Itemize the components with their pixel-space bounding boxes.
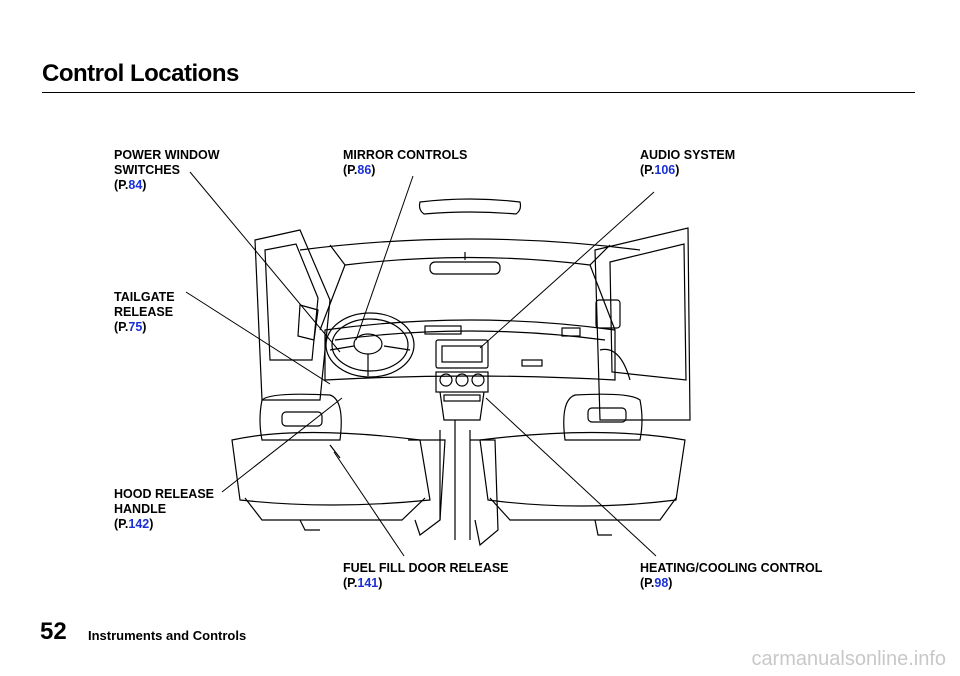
callout-text: SWITCHES [114, 163, 180, 177]
dashboard [324, 319, 616, 381]
page-ref: (P.86) [343, 163, 376, 177]
left-front-seat [231, 393, 446, 536]
floor-rails [439, 420, 471, 540]
page-ref: (P.75) [114, 320, 147, 334]
page-link[interactable]: 86 [357, 163, 372, 177]
callout-audio-system: AUDIO SYSTEM (P.106) [640, 148, 735, 178]
callout-hood-release: HOOD RELEASE HANDLE (P.142) [114, 487, 214, 532]
callout-text: POWER WINDOW [114, 148, 220, 162]
callout-power-window: POWER WINDOW SWITCHES (P.84) [114, 148, 220, 193]
callout-text: HEATING/COOLING CONTROL [640, 561, 823, 575]
section-name: Instruments and Controls [88, 628, 247, 643]
page-link[interactable]: 141 [357, 576, 379, 590]
callout-fuel-fill-door: FUEL FILL DOOR RELEASE (P.141) [343, 561, 509, 591]
page-link[interactable]: 106 [654, 163, 676, 177]
callout-text: HOOD RELEASE [114, 487, 215, 501]
page-link[interactable]: 142 [128, 517, 150, 531]
callout-text: FUEL FILL DOOR RELEASE [343, 561, 509, 575]
callout-text: AUDIO SYSTEM [640, 148, 736, 162]
page-link[interactable]: 98 [654, 576, 669, 590]
page-ref: (P.141) [343, 576, 383, 590]
page-link[interactable]: 75 [128, 320, 143, 334]
rearview-mirror [418, 198, 522, 275]
left-door [254, 229, 331, 401]
page-ref: (P.98) [640, 576, 673, 590]
page-ref: (P.84) [114, 178, 147, 192]
page-title: Control Locations [42, 60, 239, 87]
callout-heating-cooling: HEATING/COOLING CONTROL (P.98) [640, 561, 822, 591]
callout-mirror-controls: MIRROR CONTROLS (P.86) [343, 148, 467, 178]
callout-leader-lines [185, 171, 657, 557]
page-link[interactable]: 84 [128, 178, 143, 192]
callout-text: TAILGATE [114, 290, 175, 304]
page-number: 52 [40, 618, 67, 645]
right-front-seat [470, 393, 686, 547]
callout-text: MIRROR CONTROLS [343, 148, 468, 162]
callout-tailgate-release: TAILGATE RELEASE (P.75) [114, 290, 175, 335]
page-ref: (P.106) [640, 163, 680, 177]
title-rule [42, 92, 915, 93]
watermark: carmanualsonline.info [751, 648, 946, 670]
right-door [594, 227, 691, 421]
steering-wheel [325, 312, 415, 378]
page-ref: (P.142) [114, 517, 154, 531]
center-console [435, 339, 489, 421]
callout-text: RELEASE [114, 305, 174, 319]
callout-text: HANDLE [114, 502, 167, 516]
